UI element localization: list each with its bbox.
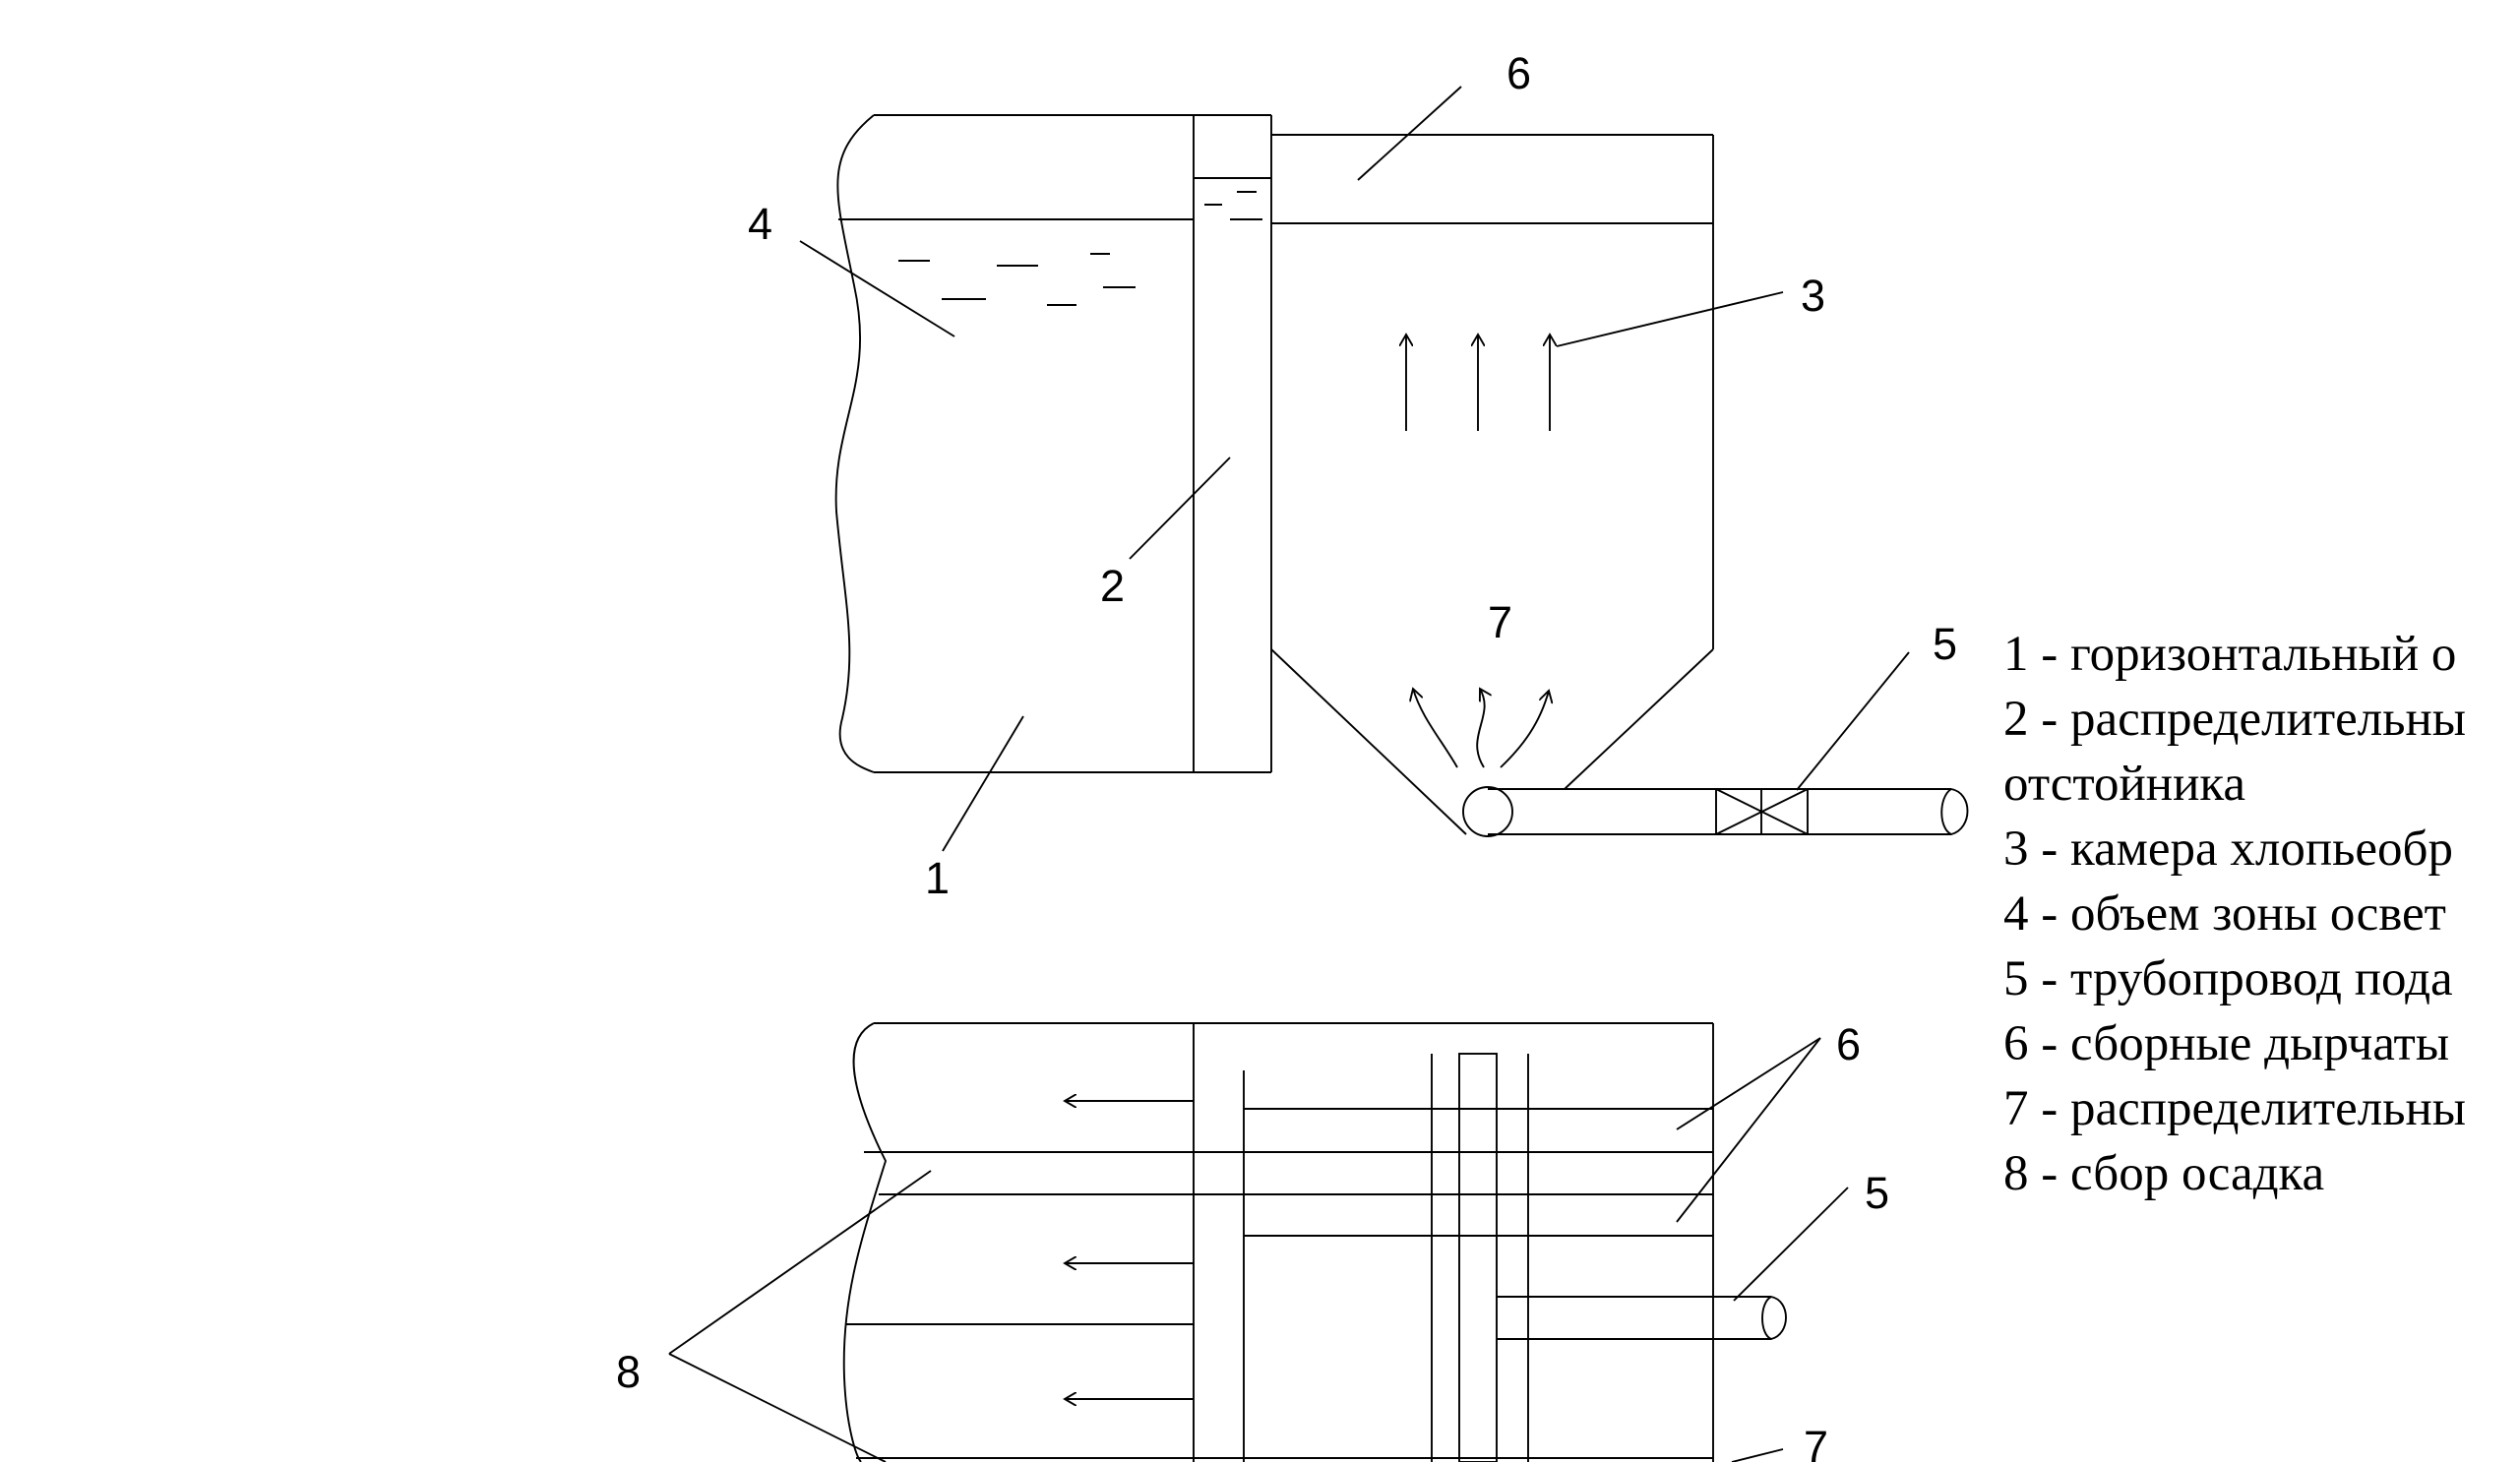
callout-7-bottom: 7	[1804, 1422, 1828, 1462]
water-surface-marks	[898, 191, 1262, 306]
legend-item-4: 4 - объем зоны освет	[2003, 886, 2446, 942]
chamber-left-hopper	[1270, 648, 1467, 835]
callout-5-top: 5	[1933, 619, 1957, 669]
legend-item-5: 5 - трубопровод пода	[2003, 951, 2453, 1006]
legend-item-2: 2 - распределительны	[2003, 692, 2467, 747]
upflow-arrows	[1406, 335, 1550, 431]
section-view: 6 4 3 2 7 5 1	[748, 48, 1969, 903]
callout-6-top: 6	[1506, 48, 1531, 98]
callout-8: 8	[616, 1347, 641, 1397]
callout-5-bottom: 5	[1865, 1168, 1889, 1218]
plan-flow-arrows	[1065, 1101, 1194, 1399]
callout-4: 4	[748, 199, 772, 249]
plan-distributor-channel	[1458, 1053, 1498, 1462]
legend-item-6: 6 - сборные дырчаты	[2003, 1016, 2450, 1071]
callout-1: 1	[925, 853, 950, 903]
legend: 1 - горизонтальный о 2 - распределительн…	[2003, 622, 2515, 1206]
plan-view: 6 5 8 7	[616, 1019, 1889, 1462]
valve-icon	[1715, 788, 1809, 835]
chamber-right-hopper	[1564, 648, 1714, 790]
legend-item-1: 1 - горизонтальный о	[2003, 627, 2457, 682]
distributor-flow-arrows	[1413, 689, 1549, 768]
plan-wavy-edge	[842, 1022, 888, 1462]
leader-lines-top	[799, 86, 1910, 852]
legend-item-3: 3 - камера хлопьеобр	[2003, 822, 2454, 877]
legend-item-7: 7 - распределительны	[2003, 1081, 2467, 1136]
inlet-pipe-break	[1940, 788, 1969, 836]
distributor-pipe-end	[1462, 786, 1513, 837]
callout-2: 2	[1100, 561, 1125, 611]
plan-pipe-break	[1761, 1296, 1787, 1340]
legend-item-8: 8 - сбор осадка	[2003, 1146, 2325, 1201]
leader-lines-bottom	[668, 1037, 1849, 1462]
legend-item-2-cont: отстойника	[2003, 757, 2246, 812]
tank-wavy-edge	[834, 114, 875, 773]
callout-7-top: 7	[1488, 597, 1512, 647]
callout-6-bottom: 6	[1836, 1019, 1861, 1069]
callout-3: 3	[1801, 271, 1825, 321]
